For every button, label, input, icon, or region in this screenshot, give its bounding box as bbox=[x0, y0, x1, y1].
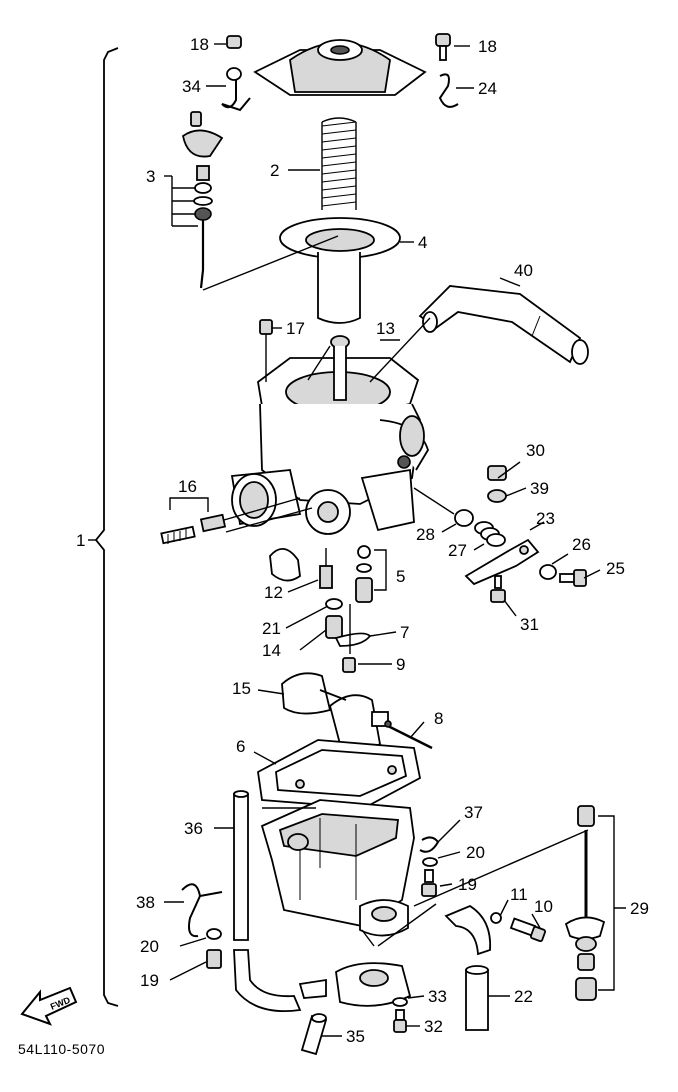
oring-11 bbox=[490, 912, 502, 924]
drain-screw-29 bbox=[564, 805, 606, 1001]
callout-23: 23 bbox=[536, 509, 555, 528]
callout-40: 40 bbox=[514, 261, 533, 280]
callout-21: 21 bbox=[262, 619, 281, 638]
callout-20-left: 20 bbox=[140, 937, 159, 956]
callout-10: 10 bbox=[534, 897, 553, 916]
screw-32 bbox=[393, 1009, 407, 1033]
bolt-19-left bbox=[206, 949, 222, 969]
overflow-hose bbox=[444, 904, 492, 956]
callout-11: 11 bbox=[510, 885, 528, 904]
carburetor-body bbox=[230, 357, 429, 582]
callout-5: 5 bbox=[396, 567, 405, 586]
callout-7: 7 bbox=[400, 623, 409, 642]
callout-27: 27 bbox=[448, 541, 467, 560]
callout-32: 32 bbox=[424, 1017, 443, 1036]
clamp-38 bbox=[181, 883, 223, 938]
callout-13: 13 bbox=[376, 319, 395, 338]
callout-35: 35 bbox=[346, 1027, 365, 1046]
callout-25: 25 bbox=[606, 559, 625, 578]
callout-20-right: 20 bbox=[466, 843, 485, 862]
fwd-arrow-icon: FWD bbox=[20, 986, 78, 1026]
callout-2: 2 bbox=[270, 161, 279, 180]
callout-26: 26 bbox=[572, 535, 591, 554]
hose-22 bbox=[465, 965, 489, 1031]
float-bowl bbox=[260, 799, 415, 937]
assembly-bracket bbox=[88, 47, 119, 1007]
callout-29: 29 bbox=[630, 899, 649, 918]
washer-26 bbox=[539, 564, 557, 580]
callout-12: 12 bbox=[264, 583, 283, 602]
callout-22: 22 bbox=[514, 987, 533, 1006]
diagram-code: 54L110-5070 bbox=[18, 1041, 105, 1057]
needle-13 bbox=[330, 335, 350, 401]
screw-18-left bbox=[226, 35, 242, 81]
callout-6: 6 bbox=[236, 737, 245, 756]
drain-hose bbox=[233, 949, 302, 1012]
pilot-screw-16 bbox=[160, 513, 227, 545]
callout-19-left: 19 bbox=[140, 971, 159, 990]
callout-leaders bbox=[164, 43, 601, 1037]
callout-1: 1 bbox=[76, 531, 85, 550]
hose-40 bbox=[418, 285, 589, 365]
callout-34: 34 bbox=[182, 77, 201, 96]
screw-31 bbox=[490, 575, 506, 603]
callout-38: 38 bbox=[136, 893, 155, 912]
clip-24 bbox=[438, 73, 459, 108]
screw-18-right bbox=[435, 33, 451, 61]
washer-21 bbox=[325, 598, 343, 610]
clip-7 bbox=[334, 632, 372, 647]
jet-14 bbox=[325, 615, 343, 639]
cap-30 bbox=[487, 465, 507, 481]
callout-30: 30 bbox=[526, 441, 545, 460]
screw-9 bbox=[342, 657, 356, 673]
callout-14: 14 bbox=[262, 641, 281, 660]
callout-19-right: 19 bbox=[458, 875, 477, 894]
pin-8 bbox=[384, 720, 433, 750]
jet-12 bbox=[319, 565, 333, 589]
clip-34 bbox=[221, 80, 251, 112]
callout-9: 9 bbox=[396, 655, 405, 674]
fuel-fitting bbox=[298, 962, 412, 1007]
callout-4: 4 bbox=[418, 233, 427, 252]
washer-33 bbox=[392, 997, 408, 1007]
screw-25 bbox=[559, 569, 587, 587]
top-cover bbox=[253, 39, 427, 96]
washer-28 bbox=[454, 509, 474, 527]
callout-18-right: 18 bbox=[478, 37, 497, 56]
tube-36 bbox=[233, 790, 249, 941]
hose-35 bbox=[300, 1013, 328, 1056]
washer-39 bbox=[487, 489, 507, 503]
callout-8: 8 bbox=[434, 709, 443, 728]
callout-33: 33 bbox=[428, 987, 447, 1006]
jet-set-5 bbox=[355, 545, 373, 603]
callout-3: 3 bbox=[146, 167, 155, 186]
callout-17: 17 bbox=[286, 319, 305, 338]
screw-10 bbox=[509, 917, 547, 943]
needle-assembly-3 bbox=[181, 111, 224, 289]
callout-31: 31 bbox=[520, 615, 539, 634]
clip-37 bbox=[419, 836, 440, 853]
callout-labels: 18 18 34 24 3 2 4 40 17 13 30 39 16 28 2… bbox=[136, 35, 649, 1046]
diaphragm-4 bbox=[279, 217, 401, 324]
callout-37: 37 bbox=[464, 803, 483, 822]
screw-17 bbox=[259, 319, 273, 335]
spring-2 bbox=[321, 117, 357, 210]
spring-27 bbox=[474, 521, 506, 547]
bolt-19-right bbox=[421, 869, 437, 897]
callout-28: 28 bbox=[416, 525, 435, 544]
callout-16: 16 bbox=[178, 477, 197, 496]
callout-39: 39 bbox=[530, 479, 549, 498]
callout-36: 36 bbox=[184, 819, 203, 838]
float-15 bbox=[281, 672, 389, 751]
callout-15: 15 bbox=[232, 679, 251, 698]
callout-24: 24 bbox=[478, 79, 497, 98]
lever-23 bbox=[464, 538, 540, 586]
gasket-6 bbox=[257, 739, 422, 809]
callout-18-left: 18 bbox=[190, 35, 209, 54]
washer-20-right bbox=[422, 857, 438, 867]
washer-20-left bbox=[206, 928, 222, 940]
